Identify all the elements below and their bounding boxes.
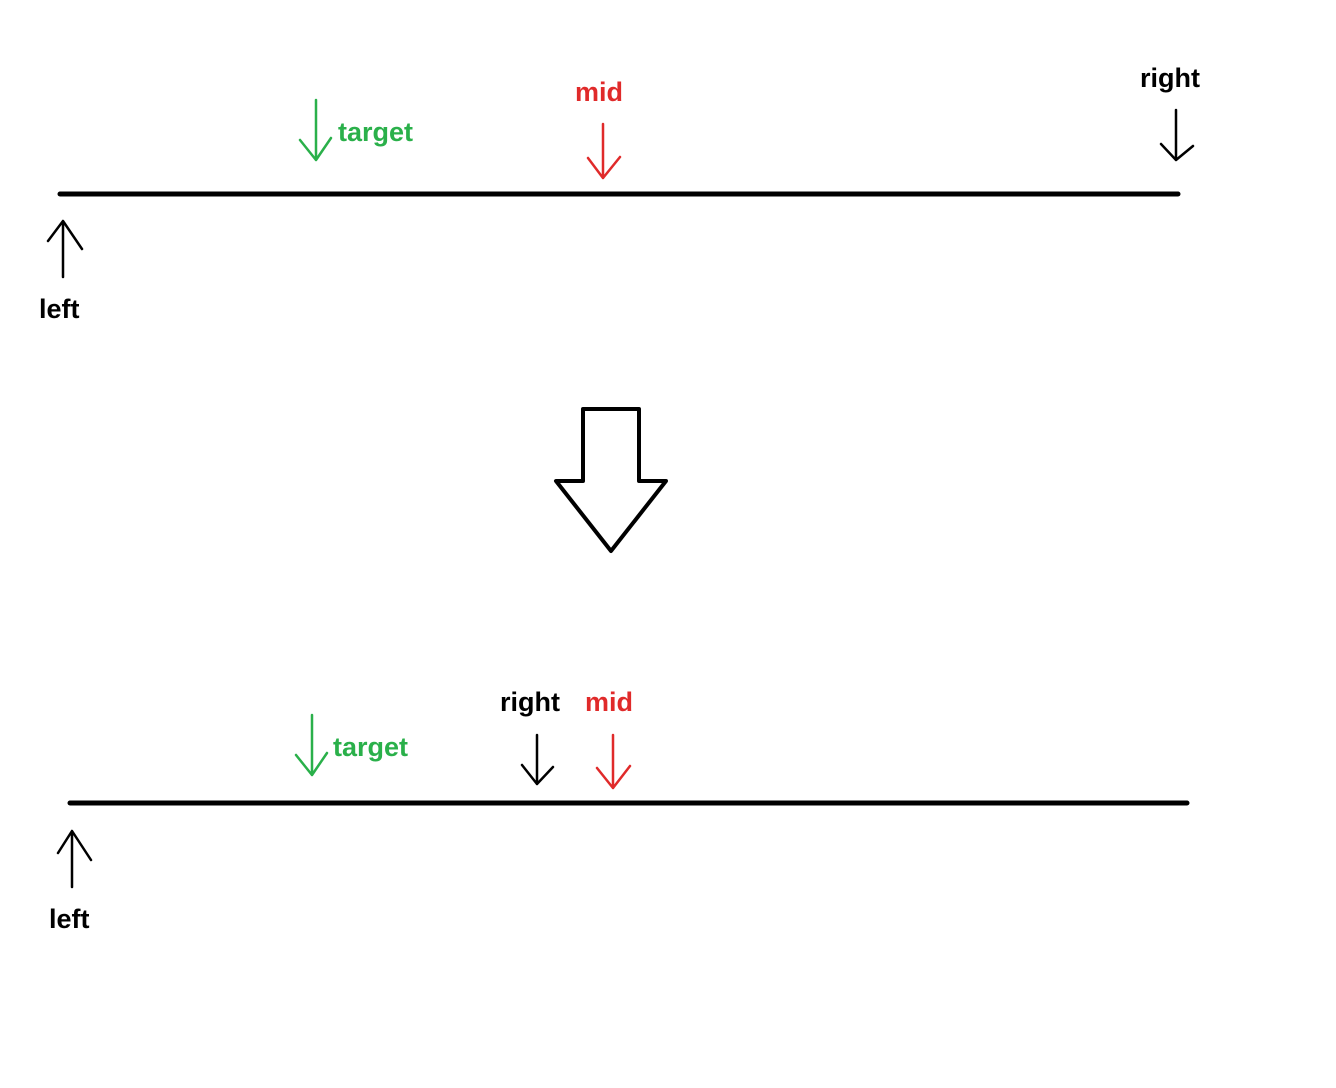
before-target-arrow-icon <box>298 98 333 162</box>
before-right-pointer <box>1159 108 1195 162</box>
transition-arrow <box>554 407 668 553</box>
after-target-label: target <box>333 732 408 762</box>
before-mid-pointer <box>586 122 622 180</box>
before-left-arrow-icon <box>46 219 84 279</box>
after-target-arrow-icon <box>294 713 329 777</box>
before-mid-arrow-icon <box>586 122 622 180</box>
before-target-label: target <box>338 117 413 147</box>
before-state: target mid right left <box>39 63 1200 324</box>
before-left-pointer <box>46 219 84 279</box>
after-mid-label: mid <box>585 687 633 717</box>
after-mid-arrow-icon <box>595 733 632 790</box>
after-right-pointer <box>520 733 555 786</box>
down-block-arrow-icon <box>554 407 668 553</box>
after-right-label: right <box>500 687 560 717</box>
after-right-arrow-icon <box>520 733 555 786</box>
before-right-label: right <box>1140 63 1200 93</box>
before-right-arrow-icon <box>1159 108 1195 162</box>
after-left-label: left <box>49 904 90 934</box>
after-left-arrow-icon <box>56 829 93 889</box>
after-target-pointer <box>294 713 329 777</box>
before-mid-label: mid <box>575 77 623 107</box>
before-left-label: left <box>39 294 80 324</box>
after-mid-pointer <box>595 733 632 790</box>
after-state: target right mid left <box>49 687 1190 934</box>
after-left-pointer <box>56 829 93 889</box>
before-target-pointer <box>298 98 333 162</box>
